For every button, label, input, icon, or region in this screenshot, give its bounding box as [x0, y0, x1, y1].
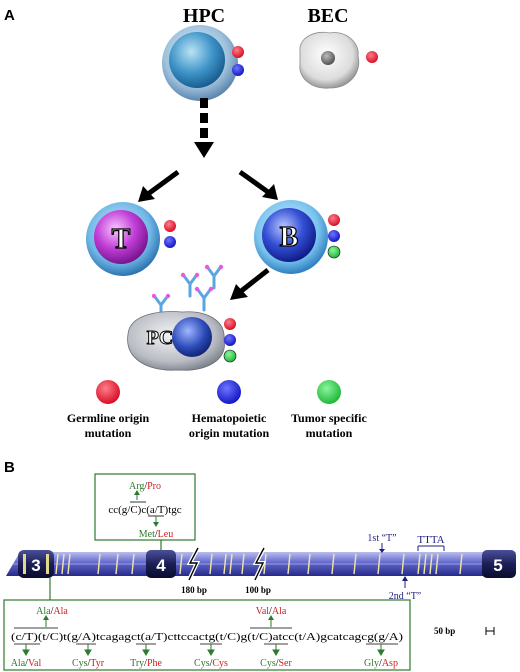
box1-sequence: cc(g/C)c(a/T)tgc — [108, 504, 181, 516]
box1-bottom-aa: Met/Leu — [139, 529, 173, 540]
differentiation-arrow — [194, 98, 214, 158]
legend-germline-line2: mutation — [85, 426, 132, 440]
branch-arrow-t — [138, 169, 180, 202]
exon-3-label: 3 — [31, 556, 40, 575]
exon-3 — [18, 550, 54, 578]
branch-arrow-b — [238, 169, 278, 200]
tandem-label: TTTA — [417, 534, 444, 546]
plasma-cell — [127, 311, 225, 371]
b-cell-label: B — [280, 222, 299, 253]
b-tumor-dot — [327, 245, 341, 259]
exon-4-label: 4 — [156, 556, 166, 575]
panel-a-label: A — [4, 7, 15, 24]
exon-4 — [146, 550, 176, 578]
legend-germline-line1: Germline origin — [67, 411, 150, 425]
b-germline-dot — [328, 214, 340, 226]
pc-tumor-dot — [223, 349, 237, 363]
box2-bottom-aa-4: Cys/Cys — [194, 658, 228, 669]
legend: Germline origin mutation Hematopoietic o… — [67, 380, 368, 440]
box2-bottom-aa-3: Try/Phe — [130, 658, 162, 669]
b-hematopoietic-dot — [328, 230, 340, 242]
legend-hematopoietic-dot — [217, 380, 241, 404]
hpc-cell — [162, 25, 238, 101]
pc-hematopoietic-dot — [224, 334, 236, 346]
box2-bottom-aa-1: Ala/Val — [11, 658, 42, 669]
box2-top-aa-1: Ala/Ala — [36, 606, 68, 617]
scale-bar — [485, 627, 495, 635]
break-1-label: 180 bp — [181, 585, 207, 595]
t-cell-label: T — [112, 224, 131, 255]
legend-germline-dot — [96, 380, 120, 404]
t-germline-dot — [164, 220, 176, 232]
legend-tumor-dot — [317, 380, 341, 404]
second-t-arrowhead — [402, 576, 408, 581]
box2-bottom-aa-2: Cys/Tyr — [72, 658, 105, 669]
legend-tumor-line2: mutation — [306, 426, 353, 440]
box2-sequence: (c/T)(t/C)t(g/A)tcagagct(a/T)cttccactg(t… — [11, 631, 403, 643]
box2-bottom-aa-6: Gly/Asp — [364, 658, 398, 669]
intron-ticks — [55, 553, 463, 575]
box2-bottom-aa-5: Cys/Ser — [260, 658, 292, 669]
legend-hematopoietic-line2: origin mutation — [189, 426, 270, 440]
break-mark-1 — [186, 547, 201, 581]
pc-label: PC — [147, 327, 174, 349]
first-t-label: 1st “T” — [367, 533, 396, 544]
exon4-sequence-box: Arg/Pro cc(g/C)c(a/T)tgc Met/Leu — [94, 473, 196, 550]
t-cell — [86, 202, 160, 276]
hpc-label: HPC — [183, 5, 225, 27]
pc-germline-dot — [224, 318, 236, 330]
hpc-hematopoietic-dot — [232, 64, 244, 76]
b-cell — [254, 200, 328, 274]
exon-5 — [482, 550, 516, 578]
t-hematopoietic-dot — [164, 236, 176, 248]
bec-germline-dot — [366, 51, 378, 63]
arrow-b-to-pc — [230, 268, 270, 300]
box1-top-aa: Arg/Pro — [129, 481, 161, 492]
antibodies — [151, 264, 224, 320]
second-t-label: 2nd “T” — [389, 591, 422, 602]
bec-cell — [299, 31, 360, 89]
break-2-label: 100 bp — [245, 585, 271, 595]
break-mark-2 — [252, 547, 267, 581]
hpc-germline-dot — [232, 46, 244, 58]
box2-top-aa-2: Val/Ala — [256, 606, 287, 617]
exon-5-label: 5 — [493, 556, 502, 575]
scale-bar-label: 50 bp — [434, 626, 455, 636]
first-t-arrowhead — [379, 549, 385, 553]
bec-label: BEC — [307, 5, 348, 27]
legend-hematopoietic-line1: Hematopoietic — [192, 411, 267, 425]
legend-tumor-line1: Tumor specific — [291, 411, 367, 425]
exon3-sequence-box: Ala/Ala Val/Ala (c/T)(t/C)t(g/A)tcagagct… — [3, 578, 411, 671]
panel-b-label: B — [4, 459, 15, 476]
